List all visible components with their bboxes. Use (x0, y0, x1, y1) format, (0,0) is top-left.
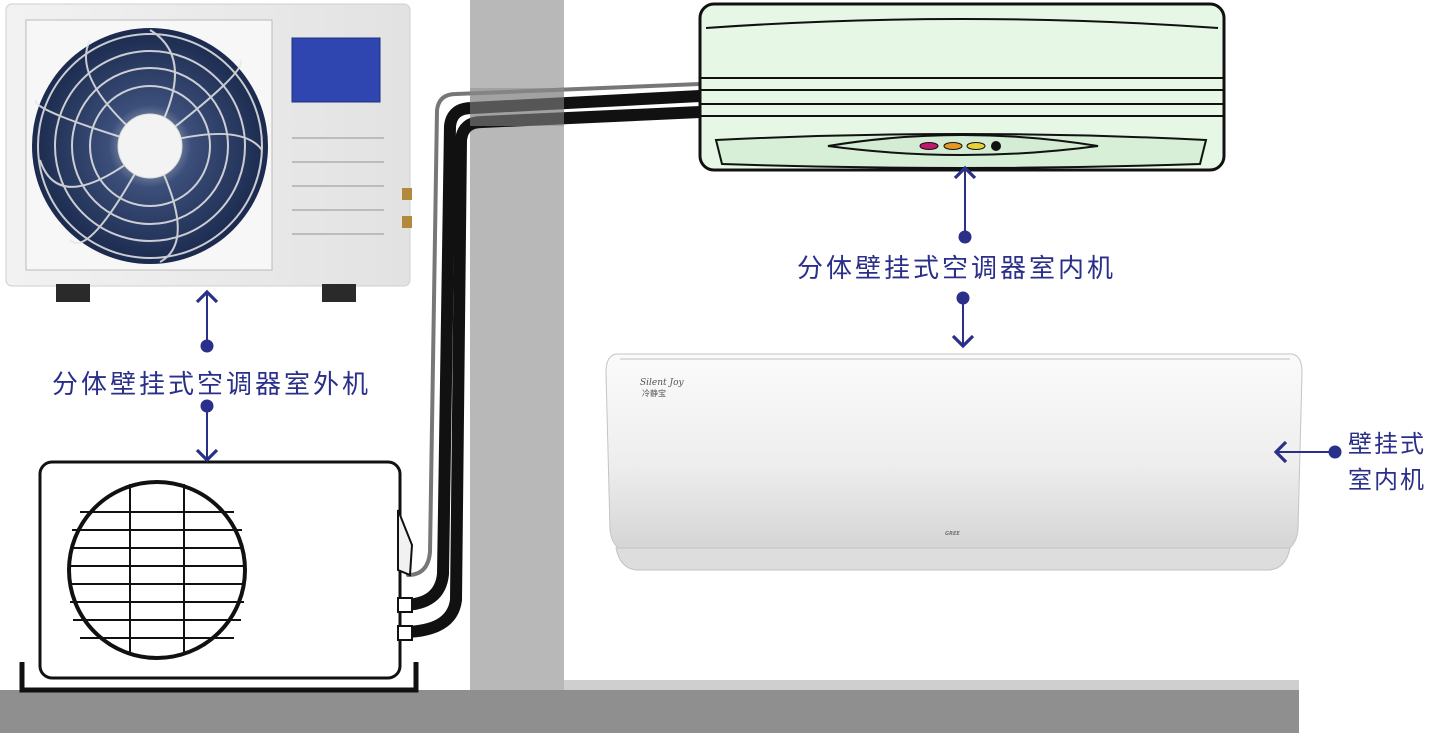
callout-indoor-down (951, 291, 975, 349)
indicator-light-orange (943, 142, 963, 150)
callout-outdoor-up (195, 289, 219, 353)
indoor-unit-photo: Silent Joy 冷静宝 GREE (605, 353, 1303, 571)
floor (0, 690, 1299, 733)
ledge (564, 680, 1299, 692)
outdoor-unit-photo (5, 3, 412, 302)
maker-logo: GREE (945, 531, 960, 537)
wall-sleeve (470, 88, 564, 126)
callout-wall-mounted (1273, 440, 1342, 464)
callout-indoor-up (953, 165, 977, 244)
brand-script: Silent Joy (640, 378, 685, 388)
indicator-light-yellow (966, 142, 986, 150)
outdoor-label-panel (291, 37, 381, 103)
wall-mounted-label-line2: 室内机 (1348, 466, 1426, 494)
indoor-unit-drawing (698, 2, 1226, 172)
outdoor-unit-drawing (19, 460, 419, 693)
outdoor-unit-label: 分体壁挂式空调器室外机 (52, 370, 372, 400)
wall-mounted-label-line1: 壁挂式 (1348, 430, 1426, 458)
brand-cn: 冷静宝 (642, 388, 666, 398)
indoor-unit-label: 分体壁挂式空调器室内机 (797, 254, 1117, 284)
ir-receiver (991, 141, 1001, 151)
callout-outdoor-down (195, 399, 219, 463)
indicator-light-magenta (919, 142, 939, 150)
